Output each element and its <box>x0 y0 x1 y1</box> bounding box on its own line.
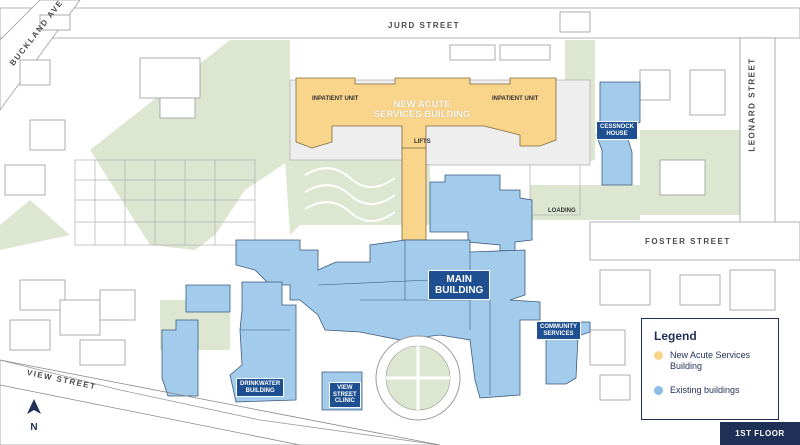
label-main-building: MAIN BUILDING <box>428 270 491 300</box>
north-arrow: N <box>25 398 43 434</box>
building-internal-lines <box>240 240 491 395</box>
legend-label-new-acute: New Acute Services Building <box>670 350 751 371</box>
label-loading: LOADING <box>548 208 576 214</box>
label-view-street-clinic: VIEW STREET CLINIC <box>329 382 361 408</box>
legend-panel: Legend New Acute Services Building Exist… <box>641 318 779 420</box>
street-label-jurd: JURD STREET <box>388 21 461 30</box>
north-arrow-icon <box>27 399 41 414</box>
parking-lots <box>74 159 581 246</box>
residential-outlines <box>4 11 776 401</box>
legend-label-existing: Existing buildings <box>670 385 740 395</box>
label-cessnock-house: CESSNOCK HOUSE <box>596 121 639 141</box>
label-community-services: COMMUNITY SERVICES <box>536 321 581 341</box>
label-drinkwater-building: DRINKWATER BUILDING <box>236 378 285 398</box>
label-new-acute-services-building: NEW ACUTE SERVICES BUILDING <box>373 99 471 121</box>
new-acute-building-shape <box>295 77 557 241</box>
landscape-curves <box>304 167 396 222</box>
legend-item-existing: Existing buildings <box>654 385 770 396</box>
label-inpatient-unit-right: INPATIENT UNIT <box>492 96 539 102</box>
legend-swatch-existing <box>654 386 663 395</box>
floor-tag: 1ST FLOOR <box>720 422 800 445</box>
circular-garden <box>375 335 461 421</box>
legend-title: Legend <box>654 329 697 343</box>
street-label-foster: FOSTER STREET <box>645 237 731 246</box>
north-label: N <box>30 422 38 433</box>
label-lifts: LIFTS <box>414 139 431 145</box>
view-street-lines <box>0 359 441 445</box>
label-inpatient-unit-left: INPATIENT UNIT <box>312 96 359 102</box>
legend-swatch-new-acute <box>654 351 663 360</box>
legend-item-new-acute: New Acute Services Building <box>654 350 770 372</box>
street-label-leonard: LEONARD STREET <box>747 57 757 152</box>
